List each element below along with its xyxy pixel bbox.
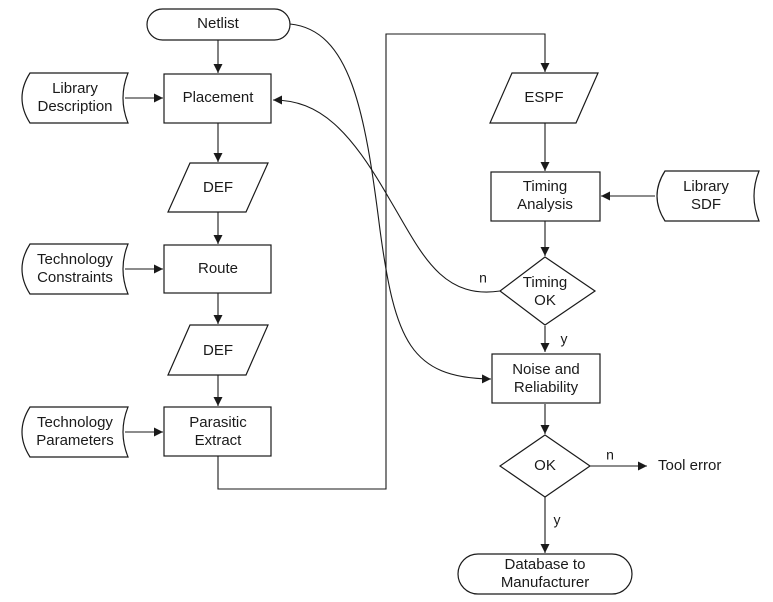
tool-error-label: Tool error (658, 457, 721, 474)
edge-timingok-placement-curve (272, 95, 501, 293)
library-description-label-line2: Description (37, 98, 112, 115)
ok-label: OK (534, 457, 556, 474)
database-manufacturer-label-line2: Manufacturer (501, 574, 589, 591)
espf-node: ESPF (489, 72, 599, 124)
route-label: Route (198, 260, 238, 277)
database-manufacturer-node: Database to Manufacturer (457, 553, 633, 595)
netlist-label: Netlist (197, 15, 240, 32)
placement-label: Placement (183, 89, 255, 106)
edges (125, 23, 655, 553)
technology-constraints-label-line1: Technology (37, 251, 113, 268)
edge-netlist-noise-curve (289, 23, 492, 384)
edge-parasitic-espf (217, 33, 550, 490)
timing-ok-decision: Timing OK (499, 256, 597, 326)
edge-labels: n y n y (479, 270, 614, 528)
technology-parameters-label-line2: Parameters (36, 432, 114, 449)
technology-parameters-node: Technology Parameters (21, 406, 129, 458)
def-label-2: DEF (203, 342, 233, 359)
def-node-2: DEF (167, 324, 269, 376)
timing-yes-label: y (561, 331, 568, 347)
placement-node: Placement (163, 73, 272, 124)
timing-ok-label-line1: Timing (523, 274, 567, 291)
timing-analysis-label-line2: Analysis (517, 196, 573, 213)
technology-constraints-node: Technology Constraints (21, 243, 129, 295)
library-description-label-line1: Library (52, 80, 98, 97)
database-manufacturer-label-line1: Database to (505, 556, 586, 573)
route-node: Route (163, 244, 272, 294)
noise-reliability-node: Noise and Reliability (491, 353, 601, 404)
timing-analysis-label-line1: Timing (523, 178, 567, 195)
library-sdf-node: Library SDF (656, 170, 760, 222)
ok-yes-label: y (554, 512, 561, 528)
timing-analysis-node: Timing Analysis (490, 171, 601, 222)
def-label-1: DEF (203, 179, 233, 196)
nodes: Netlist Library Description Placement DE… (21, 8, 760, 595)
technology-constraints-label-line2: Constraints (37, 269, 113, 286)
def-node-1: DEF (167, 162, 269, 213)
parasitic-extract-label-line2: Extract (195, 432, 243, 449)
library-description-node: Library Description (21, 72, 129, 124)
ok-decision: OK (498, 434, 592, 498)
noise-reliability-label-line1: Noise and (512, 361, 580, 378)
timing-ok-label-line2: OK (534, 292, 556, 309)
library-sdf-label-line2: SDF (691, 196, 721, 213)
netlist-node: Netlist (146, 8, 291, 41)
technology-parameters-label-line1: Technology (37, 414, 113, 431)
library-sdf-label-line1: Library (683, 178, 729, 195)
timing-no-label: n (479, 270, 487, 286)
parasitic-extract-label-line1: Parasitic (189, 414, 247, 431)
noise-reliability-label-line2: Reliability (514, 379, 579, 396)
parasitic-extract-node: Parasitic Extract (163, 406, 272, 457)
ok-no-label: n (606, 447, 614, 463)
espf-label: ESPF (524, 89, 563, 106)
